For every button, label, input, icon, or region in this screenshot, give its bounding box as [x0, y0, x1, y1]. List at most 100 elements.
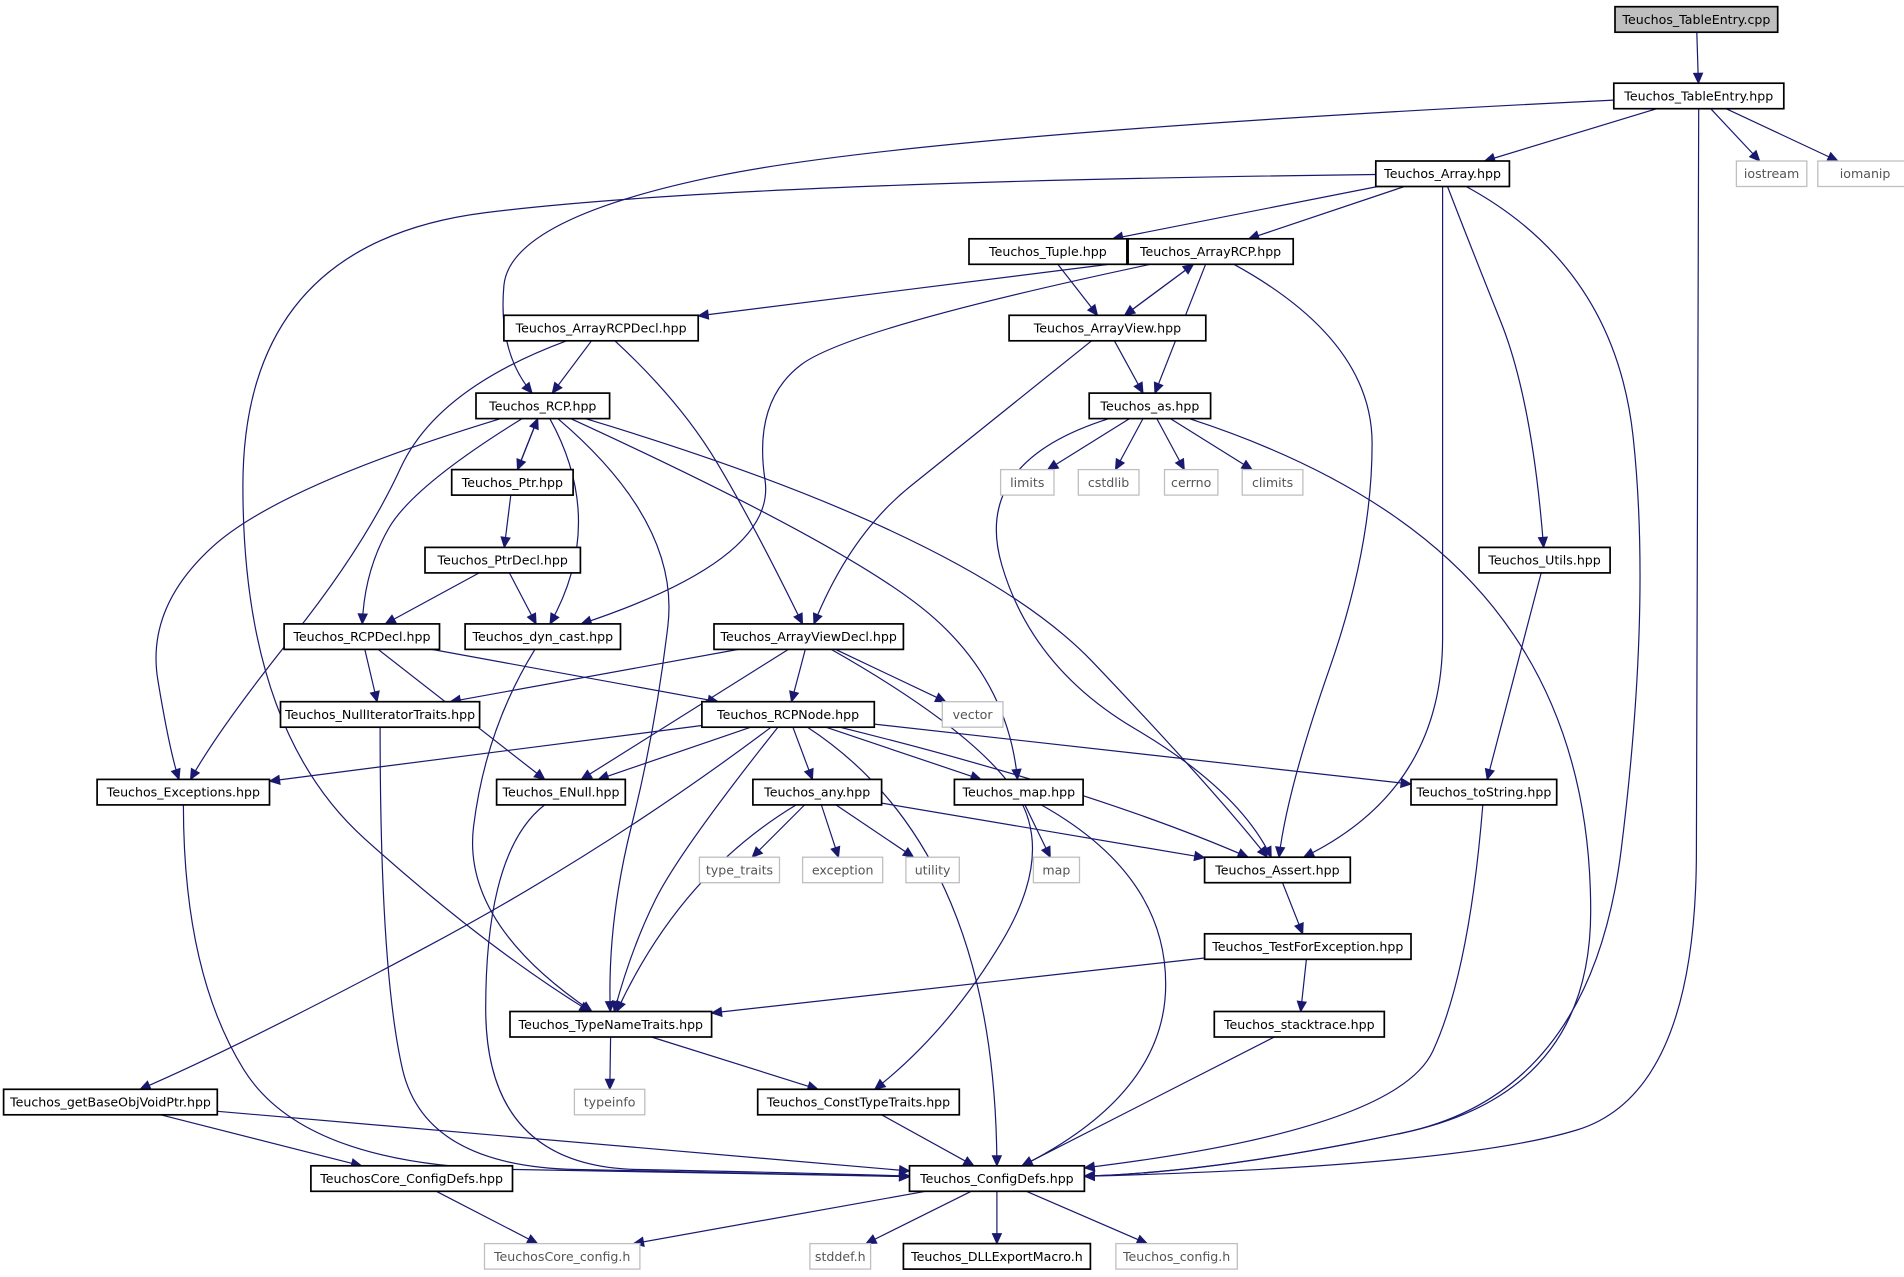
node-rcpdecl[interactable]: Teuchos_RCPDecl.hpp [283, 623, 441, 651]
node-box-enull [495, 778, 627, 806]
node-arrayview[interactable]: Teuchos_ArrayView.hpp [1008, 314, 1207, 342]
edge-ptrdecl-to-rcpdecl [385, 572, 480, 625]
node-consttypetraits[interactable]: Teuchos_ConstTypeTraits.hpp [756, 1088, 961, 1116]
node-dllexport[interactable]: Teuchos_DLLExportMacro.h [902, 1242, 1092, 1270]
node-any[interactable]: Teuchos_any.hpp [752, 778, 883, 806]
graph-nodes: Teuchos_TableEntry.cppTeuchos_TableEntry… [2, 5, 1904, 1270]
arrowhead-tuple-to-arrayview [1086, 303, 1099, 317]
node-typeinfo: typeinfo [573, 1088, 646, 1116]
arrowhead-arrayrcpdecl-to-arrayviewdecl [793, 612, 804, 625]
arrowhead-rcp-to-exceptions [170, 767, 181, 781]
node-enull[interactable]: Teuchos_ENull.hpp [495, 778, 627, 806]
node-label-stddef: stddef.h [815, 1249, 866, 1264]
node-map_hpp[interactable]: Teuchos_map.hpp [953, 778, 1084, 806]
edge-any-to-type_traits [751, 804, 805, 858]
edge-arrayviewdecl-to-consttypetraits [830, 648, 1034, 1090]
node-array[interactable]: Teuchos_Array.hpp [1374, 160, 1511, 188]
node-label-limits: limits [1010, 475, 1044, 490]
edge-any-to-typenametraits [616, 804, 797, 1012]
arrowhead-ptr-to-ptrdecl [500, 536, 511, 549]
node-box-iostream [1735, 160, 1808, 188]
node-box-stacktrace [1213, 1010, 1386, 1038]
node-label-exceptions: Teuchos_Exceptions.hpp [106, 785, 260, 800]
node-getbaseobj[interactable]: Teuchos_getBaseObjVoidPtr.hpp [2, 1088, 219, 1116]
edge-tableentry_hpp-to-rcp [502, 99, 1614, 394]
node-box-arrayviewdecl [713, 623, 905, 651]
node-rcpnode[interactable]: Teuchos_RCPNode.hpp [701, 700, 876, 729]
arrowhead-arrayrcp-to-assert [1274, 846, 1286, 859]
node-box-config_h [1115, 1242, 1238, 1270]
node-configdefs[interactable]: Teuchos_ConfigDefs.hpp [908, 1164, 1086, 1193]
node-ptrdecl[interactable]: Teuchos_PtrDecl.hpp [424, 546, 582, 574]
node-arrayrcp[interactable]: Teuchos_ArrayRCP.hpp [1127, 237, 1295, 266]
node-coreconfig_h: TeuchosCore_config.h [483, 1242, 641, 1270]
node-as[interactable]: Teuchos_as.hpp [1088, 392, 1212, 420]
edge-array-to-tuple [1112, 185, 1378, 240]
arrowhead-arrayviewdecl-to-enull [580, 769, 594, 781]
node-box-typenametraits [509, 1010, 713, 1038]
node-rcp[interactable]: Teuchos_RCP.hpp [475, 392, 611, 420]
node-box-configdefs [908, 1164, 1086, 1193]
edge-any-to-assert [881, 802, 1205, 859]
node-label-arrayrcpdecl: Teuchos_ArrayRCPDecl.hpp [515, 321, 687, 336]
node-tostring[interactable]: Teuchos_toString.hpp [1410, 778, 1558, 806]
edge-utils-to-tostring [1486, 572, 1542, 780]
node-box-coreconfigdefs [310, 1164, 514, 1193]
node-box-array [1374, 160, 1511, 188]
node-label-climits: climits [1252, 475, 1293, 490]
edge-array-to-assert [1303, 186, 1444, 858]
node-tableentry_hpp[interactable]: Teuchos_TableEntry.hpp [1612, 82, 1785, 110]
node-box-utils [1478, 546, 1611, 574]
node-arrayrcpdecl[interactable]: Teuchos_ArrayRCPDecl.hpp [503, 314, 700, 342]
node-label-enull: Teuchos_ENull.hpp [501, 785, 619, 800]
node-exceptions[interactable]: Teuchos_Exceptions.hpp [96, 778, 271, 806]
arrowhead-rcp-to-dyncast [549, 612, 560, 625]
arrowhead-map_hpp-to-map [1040, 845, 1051, 859]
arrowhead-typenametraits-to-typeinfo [604, 1078, 616, 1091]
arrowhead-rcpnode-to-tostring [1400, 777, 1413, 789]
edge-getbaseobj-to-configdefs [217, 1110, 910, 1172]
edge-rcpnode-to-exceptions [269, 724, 702, 782]
arrowhead-testforexc-to-typenametraits [710, 1006, 723, 1018]
edge-arrayviewdecl-to-vector [835, 648, 946, 703]
arrowhead-arrayviewdecl-to-rcpnode [789, 690, 800, 703]
node-stacktrace[interactable]: Teuchos_stacktrace.hpp [1213, 1010, 1386, 1038]
node-label-arrayrcp: Teuchos_ArrayRCP.hpp [1139, 244, 1281, 259]
arrowhead-rcpnode-to-getbaseobj [138, 1080, 152, 1090]
node-box-exception [801, 856, 884, 884]
node-label-getbaseobj: Teuchos_getBaseObjVoidPtr.hpp [9, 1095, 211, 1110]
edge-any-to-utility [835, 804, 914, 858]
arrowhead-arrayrcpdecl-to-exceptions [189, 767, 201, 781]
edge-as-to-limits [1047, 418, 1130, 471]
node-cerrno: cerrno [1163, 468, 1219, 496]
node-vector: vector [941, 701, 1004, 728]
node-tableentry_cpp[interactable]: Teuchos_TableEntry.cpp [1614, 5, 1779, 34]
arrowhead-rcpnode-to-any [803, 767, 814, 781]
node-coreconfigdefs[interactable]: TeuchosCore_ConfigDefs.hpp [310, 1164, 514, 1193]
node-utils[interactable]: Teuchos_Utils.hpp [1478, 546, 1611, 574]
arrowhead-tostring-to-configdefs [1083, 1161, 1096, 1172]
node-label-tableentry_cpp: Teuchos_TableEntry.cpp [1621, 12, 1770, 27]
node-nulliter[interactable]: Teuchos_NullIteratorTraits.hpp [279, 700, 481, 729]
node-box-map_hpp [953, 778, 1084, 806]
node-assert[interactable]: Teuchos_Assert.hpp [1203, 856, 1352, 884]
graph-edges [138, 32, 1839, 1247]
node-label-any: Teuchos_any.hpp [763, 785, 870, 800]
node-testforexc[interactable]: Teuchos_TestForException.hpp [1203, 932, 1412, 961]
node-dyncast[interactable]: Teuchos_dyn_cast.hpp [464, 623, 622, 651]
node-box-nulliter [279, 700, 481, 729]
arrowhead-arrayview-to-as [1133, 381, 1144, 395]
edge-typenametraits-to-consttypetraits [651, 1036, 819, 1090]
node-arrayviewdecl[interactable]: Teuchos_ArrayViewDecl.hpp [713, 623, 905, 651]
edge-rcpnode-to-map_hpp [825, 726, 982, 780]
node-typenametraits[interactable]: Teuchos_TypeNameTraits.hpp [509, 1010, 713, 1038]
node-ptr[interactable]: Teuchos_Ptr.hpp [450, 468, 574, 496]
node-exception: exception [801, 856, 884, 884]
node-label-config_h: Teuchos_config.h [1122, 1249, 1230, 1264]
edge-rcpnode-to-tostring [874, 723, 1412, 785]
edge-rcp-to-rcpdecl [361, 418, 523, 624]
node-tuple[interactable]: Teuchos_Tuple.hpp [968, 237, 1128, 266]
edge-coreconfigdefs-to-coreconfig_h [436, 1190, 538, 1245]
node-label-testforexc: Teuchos_TestForException.hpp [1211, 939, 1403, 954]
arrowhead-array-to-assert [1302, 847, 1316, 858]
